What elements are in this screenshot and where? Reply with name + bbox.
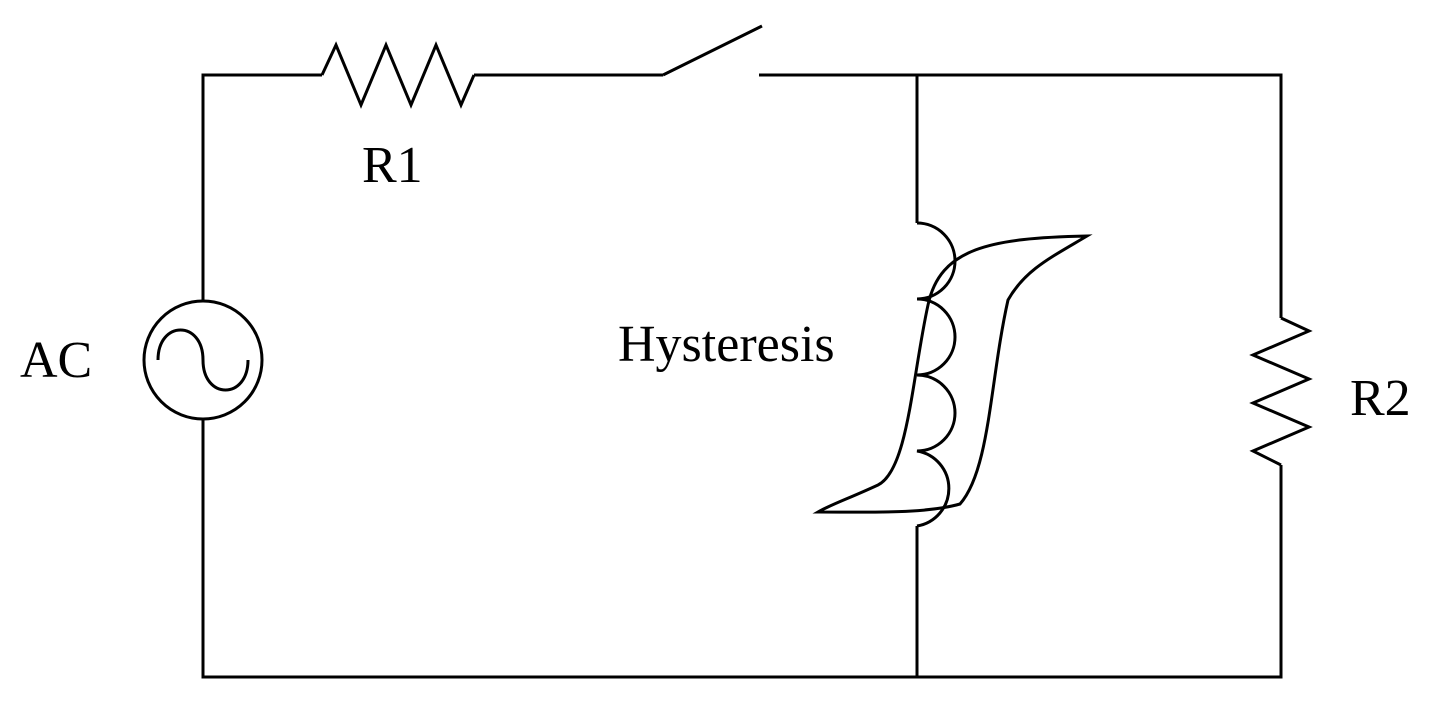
inductor-coil (916, 221, 957, 528)
ac-sine-icon (156, 328, 250, 392)
ac-label: AC (20, 332, 92, 389)
r2-resistor (1249, 316, 1313, 467)
wire-left-top (201, 73, 322, 300)
hysteresis-label: Hysteresis (618, 316, 835, 373)
hysteresis-loop (812, 234, 1093, 514)
ac-source-circle (142, 299, 264, 421)
wire-r2-to-bottom (201, 420, 1283, 679)
ac-source (142, 299, 264, 421)
open-switch (662, 24, 763, 77)
r2-label: R2 (1350, 370, 1411, 427)
r1-resistor (320, 41, 476, 109)
r1-label: R1 (362, 137, 423, 194)
wire-switch-to-right (759, 73, 1283, 318)
wires (201, 73, 1283, 679)
